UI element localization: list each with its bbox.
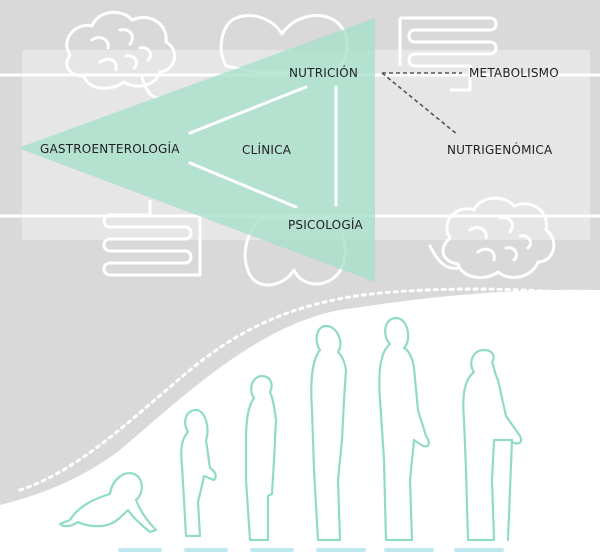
intestine-icon [102,200,202,277]
label-nutricion: NUTRICIÓN [289,65,358,80]
human-figure-icon [378,316,430,542]
human-figure-icon [244,374,278,542]
label-psicologia: PSICOLOGÍA [288,217,364,232]
ground-marks [118,548,504,552]
brain-icon [428,196,556,280]
intestine-icon [398,16,498,92]
human-figure-icon [462,348,523,542]
label-gastroenterologia: GASTROENTEROLOGÍA [40,141,180,156]
dashed-connectors [381,72,462,136]
human-figure-icon [310,324,348,542]
mint-triangle [18,18,375,282]
label-nutrigenomica: NUTRIGENÓMICA [447,142,553,157]
human-figure-icon [180,408,217,538]
cane-icon [506,438,514,542]
brain-icon [65,10,176,100]
connector-lines [188,85,338,209]
label-metabolismo: METABOLISMO [469,66,559,80]
dotted-growth-curve [18,287,600,492]
heart-icon [219,14,349,74]
label-clinica: CLÍNICA [242,142,292,157]
human-figure-icon [58,472,158,534]
